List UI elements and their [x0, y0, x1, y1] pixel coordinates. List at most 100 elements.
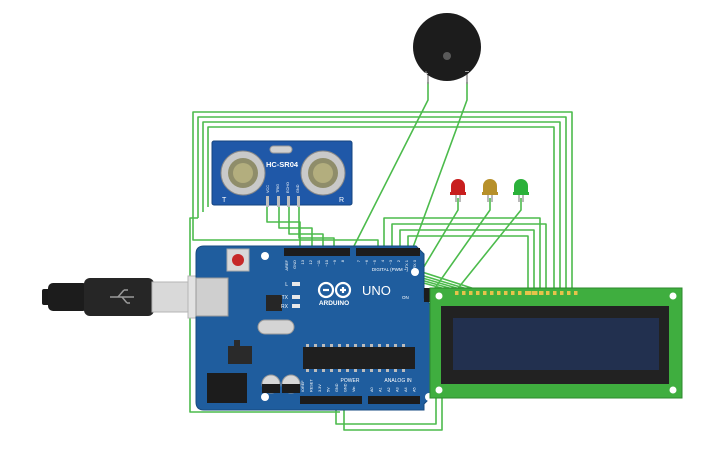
sensor-corner-right: R: [339, 197, 344, 204]
top-pin-label: TX 1: [404, 259, 409, 268]
wire-top-bus-3: [202, 121, 561, 292]
lcd-pin: [567, 291, 571, 295]
led-label-rx: RX: [281, 304, 289, 310]
lcd-pin: [553, 291, 557, 295]
sensor-corner-left: T: [222, 197, 227, 204]
top-pin-label: 7: [356, 259, 361, 262]
lcd-pin: [476, 291, 480, 295]
header-analog: [368, 396, 420, 404]
lcd-pin: [483, 291, 487, 295]
top-pin-label: ~10: [324, 259, 329, 267]
wire-buzzer-minus: [411, 82, 468, 251]
transducer-right: [300, 150, 346, 196]
lcd-pin: [511, 291, 515, 295]
lcd-pin: [490, 291, 494, 295]
power-pin-label: RESET: [310, 379, 314, 392]
leds: [450, 179, 529, 202]
lcd-pin: [532, 291, 536, 295]
power-label: POWER: [341, 378, 360, 384]
digital-label: DIGITAL (PWM ~): [372, 267, 409, 272]
arduino-logo-icon: [317, 281, 352, 299]
lcd-pin: [574, 291, 578, 295]
piezo-buzzer: + −: [413, 13, 481, 84]
wire-sensor-2: [278, 207, 313, 250]
wire-hdr-lcd-1: [383, 217, 541, 292]
top-pin-label: AREF: [284, 259, 289, 270]
analog-pin-label: A2: [387, 387, 391, 392]
top-pin-label: ~9: [332, 259, 337, 264]
lcd-pin: [462, 291, 466, 295]
top-pin-label: 2: [396, 259, 401, 262]
wire-hdr-lcd-4: [407, 235, 529, 292]
reset-button[interactable]: [226, 248, 250, 272]
top-pin-label: 13: [300, 259, 305, 264]
top-pin-label: 12: [308, 259, 313, 264]
lcd-pin: [504, 291, 508, 295]
lcd-i2c-pin: [528, 291, 532, 295]
top-pin-label: 4: [380, 259, 385, 262]
lcd-pin: [525, 291, 529, 295]
top-pin-label: RX 0: [412, 259, 417, 269]
lcd-i2c-pin: [546, 291, 550, 295]
top-pin-label: ~6: [364, 259, 369, 264]
wire-bus-drop-1: [192, 224, 379, 250]
lcd-pin: [560, 291, 564, 295]
analog-label: ANALOG IN: [384, 378, 412, 384]
arduino-brand: ARDUINO: [319, 300, 349, 307]
wire-hdr-lcd-2: [391, 223, 547, 292]
microcontroller-chip: [303, 347, 415, 369]
lcd-screen: [453, 318, 659, 370]
transducer-left: [220, 150, 266, 196]
usb-symbol-icon: [110, 289, 134, 304]
buzzer-minus: −: [465, 67, 470, 76]
lcd-pin: [469, 291, 473, 295]
power-jack: [207, 373, 247, 403]
header-top-left: [284, 248, 350, 256]
analog-pin-label: A4: [404, 387, 408, 392]
led-label-tx: TX: [282, 295, 289, 301]
top-pin-label: GND: [292, 260, 297, 269]
header-top-right: [356, 248, 420, 256]
usb-jack: [195, 277, 229, 317]
sensor-model: HC-SR04: [266, 160, 299, 169]
led-yellow: [482, 179, 498, 202]
top-pin-label: ~3: [388, 259, 393, 264]
lcd-pins: [455, 291, 578, 295]
top-pin-label: ~5: [372, 259, 377, 264]
power-pin-label: Vin: [352, 387, 356, 392]
header-power: [300, 396, 362, 404]
on-label: ON: [402, 295, 409, 300]
lcd-pin: [455, 291, 459, 295]
led-green: [513, 179, 529, 202]
lcd-pin: [497, 291, 501, 295]
wire-hdr-lcd-3: [399, 229, 535, 292]
lcd-i2c-pin: [534, 291, 538, 295]
wire-sensor-3: [288, 207, 324, 250]
led-red: [450, 179, 466, 202]
analog-pin-label: A3: [396, 387, 400, 392]
wire-buzzer-plus: [351, 82, 429, 251]
sensor-pin-label: GND: [296, 184, 300, 193]
top-pin-label: 8: [340, 259, 345, 262]
wire-top-bus-2: [197, 116, 567, 292]
wire-sensor-1: [266, 207, 301, 250]
wire-top-bus-4: [207, 126, 555, 292]
power-pin-label: GND: [335, 383, 339, 392]
sensor-pin-label: VCC: [266, 185, 270, 193]
lcd-pin: [518, 291, 522, 295]
led-label-l: L: [285, 282, 288, 288]
analog-pin-label: A5: [413, 387, 417, 392]
power-pin-label: 3.3V: [318, 384, 322, 392]
power-pin-label: GND: [344, 383, 348, 392]
lcd-16x2: [429, 287, 683, 399]
top-pin-label: ~11: [316, 259, 321, 266]
sensor-pin-label: ECHO: [286, 182, 290, 193]
analog-pin-label: A1: [379, 387, 383, 392]
buzzer-plus: +: [424, 69, 429, 78]
